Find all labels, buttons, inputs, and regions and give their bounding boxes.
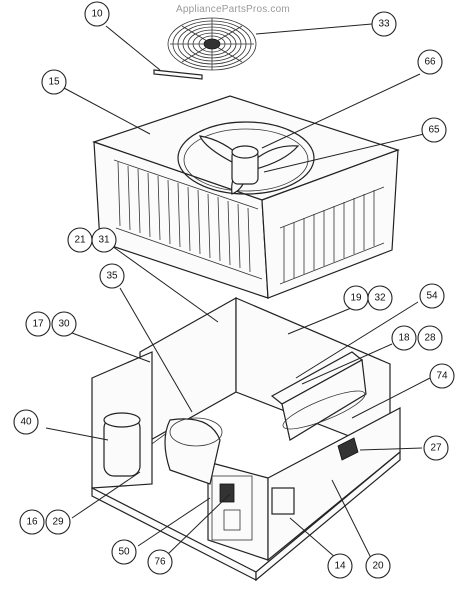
callout-16: 16 bbox=[19, 509, 45, 535]
callout-17: 17 bbox=[25, 311, 51, 337]
callout-40: 40 bbox=[13, 409, 39, 435]
callout-19: 19 bbox=[343, 285, 369, 311]
callout-74-label: 74 bbox=[436, 371, 448, 382]
fan-blade-and-motor bbox=[199, 135, 300, 195]
callout-74: 74 bbox=[429, 363, 455, 389]
callout-65-label: 65 bbox=[428, 125, 440, 136]
callout-66: 66 bbox=[417, 49, 443, 75]
callout-28-label: 28 bbox=[424, 333, 436, 344]
callout-33-label: 33 bbox=[378, 19, 390, 30]
fan-guard-grille bbox=[167, 17, 257, 71]
callout-21-label: 21 bbox=[74, 235, 86, 246]
callout-76: 76 bbox=[147, 549, 173, 575]
callout-50-label: 50 bbox=[118, 547, 130, 558]
callout-31: 31 bbox=[91, 227, 117, 253]
callout-10-label: 10 bbox=[91, 9, 103, 20]
callout-28: 28 bbox=[417, 325, 443, 351]
callout-27: 27 bbox=[423, 435, 449, 461]
callout-32: 32 bbox=[367, 285, 393, 311]
callout-19-label: 19 bbox=[350, 293, 362, 304]
watermark-text: AppliancePartsPros.com bbox=[176, 4, 290, 15]
callout-35-label: 35 bbox=[106, 271, 118, 282]
callout-66-label: 66 bbox=[424, 57, 436, 68]
callout-33: 33 bbox=[371, 11, 397, 37]
leader-lines bbox=[45, 23, 431, 561]
callout-15: 15 bbox=[41, 69, 67, 95]
top-cover-assembly bbox=[92, 95, 400, 299]
callout-30: 30 bbox=[51, 311, 77, 337]
callout-15-label: 15 bbox=[48, 77, 60, 88]
callout-50: 50 bbox=[111, 539, 137, 565]
callout-21: 21 bbox=[67, 227, 93, 253]
callout-14-label: 14 bbox=[334, 561, 346, 572]
mounting-bar bbox=[153, 69, 203, 80]
callout-32-label: 32 bbox=[374, 293, 386, 304]
base-unit-assembly bbox=[91, 296, 401, 582]
callout-20: 20 bbox=[365, 553, 391, 579]
callout-30-label: 30 bbox=[58, 319, 70, 330]
callout-31-label: 31 bbox=[98, 235, 110, 246]
callout-20-label: 20 bbox=[372, 561, 384, 572]
callout-10: 10 bbox=[84, 1, 110, 27]
callout-54-label: 54 bbox=[426, 291, 438, 302]
callout-76-label: 76 bbox=[154, 557, 166, 568]
callout-18-label: 18 bbox=[398, 333, 410, 344]
callout-35: 35 bbox=[99, 263, 125, 289]
callout-29-label: 29 bbox=[52, 517, 64, 528]
callout-14: 14 bbox=[327, 553, 353, 579]
callout-27-label: 27 bbox=[430, 443, 442, 454]
callout-17-label: 17 bbox=[32, 319, 44, 330]
callout-18: 18 bbox=[391, 325, 417, 351]
callout-54: 54 bbox=[419, 283, 445, 309]
callout-29: 29 bbox=[45, 509, 71, 535]
callout-40-label: 40 bbox=[20, 417, 32, 428]
callout-16-label: 16 bbox=[26, 517, 38, 528]
callout-65: 65 bbox=[421, 117, 447, 143]
